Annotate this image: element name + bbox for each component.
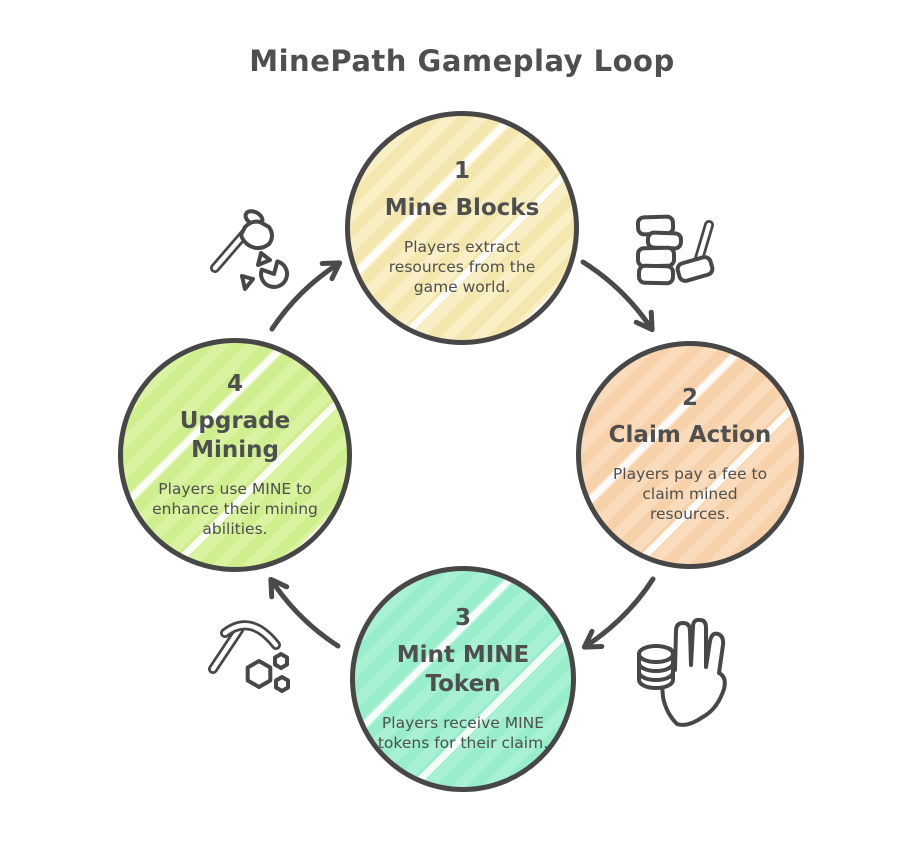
step-description: Players pay a fee to claim mined resourc… xyxy=(612,465,768,524)
coins-hand-icon xyxy=(637,617,727,727)
page-title: MinePath Gameplay Loop xyxy=(249,44,675,78)
step-circle-claim-action: 2 Claim Action Players pay a fee to clai… xyxy=(576,341,804,569)
step-circle-mint-mine-token: 3 Mint MINE Token Players receive MINE t… xyxy=(350,566,576,792)
step-description: Players receive MINE tokens for their cl… xyxy=(377,713,549,752)
step-title: Mine Blocks xyxy=(384,195,540,222)
step-description: Players extract resources from the game … xyxy=(388,238,536,297)
step-number: 3 xyxy=(454,605,471,632)
step-title: Mint MINE Token xyxy=(396,642,530,697)
step-description: Players use MINE to enhance their mining… xyxy=(152,479,318,538)
step-circle-upgrade-mining: 4 Upgrade Mining Players use MINE to enh… xyxy=(118,338,352,572)
step-number: 2 xyxy=(681,385,698,412)
step-number: 1 xyxy=(453,158,470,185)
pickaxe-rocks-icon xyxy=(208,620,290,693)
axe-debris-icon xyxy=(210,209,290,291)
step-circle-mine-blocks: 1 Mine Blocks Players extract resources … xyxy=(345,111,579,345)
step-title: Upgrade Mining xyxy=(179,408,291,463)
step-title: Claim Action xyxy=(608,422,772,449)
block-stack-mallet-icon xyxy=(635,214,715,286)
step-number: 4 xyxy=(226,371,243,398)
